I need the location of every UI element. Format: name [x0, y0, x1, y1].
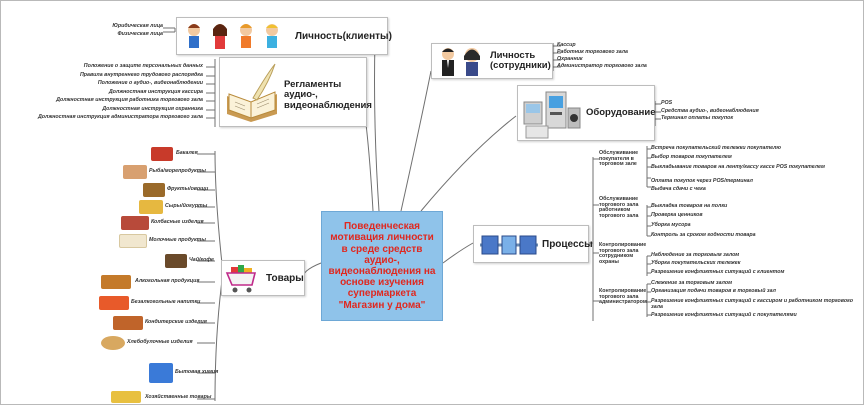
process-item-0-1: Выбор товаров покупателем — [651, 154, 732, 160]
leaf-goods-8: Безалкогольные напитки — [131, 299, 201, 305]
leaf-reg-4: Должностная инструкция работника торгово… — [56, 97, 203, 103]
product-thumbnail-icon — [111, 391, 141, 403]
leaf-goods-10: Хлебобулочные изделия — [127, 339, 193, 345]
link-equipment — [420, 115, 517, 212]
node-equipment[interactable]: Оборудование — [517, 85, 655, 141]
node-equipment-label: Оборудование — [586, 107, 656, 118]
process-item-0-0: Встреча покупательский тележки покупател… — [651, 145, 781, 151]
central-topic[interactable]: Поведенческая мотивация личности в среде… — [321, 211, 443, 321]
product-thumbnail-icon — [101, 336, 125, 350]
product-thumbnail-icon — [143, 183, 165, 197]
process-item-0-4: Выдача сдачи с чека — [651, 186, 706, 192]
node-goods-label: Товары — [266, 273, 304, 284]
book-quill-icon — [223, 62, 281, 124]
leaf-equip-0: POS — [661, 100, 673, 106]
process-item-2-1: Уборка покупательских тележек — [651, 260, 741, 266]
process-item-2-2: Разрешение конфликтных ситуаций с клиент… — [651, 269, 785, 275]
leaf-reg-6: Должностная инструкция администратора то… — [37, 114, 203, 120]
node-regulations-label: Регламенты аудио-, видеонаблюдения — [284, 79, 372, 111]
leaf-goods-12: Хозяйственные товары — [145, 394, 212, 400]
link-staff — [400, 70, 432, 212]
process-item-0-3: Оплата покупок через POS/терминал — [651, 178, 753, 184]
product-thumbnail-icon — [99, 296, 129, 310]
link-processes — [442, 242, 474, 264]
process-item-3-0: Слежение за торговым залом — [651, 280, 732, 286]
product-thumbnail-icon — [151, 147, 173, 161]
link-goods — [302, 262, 322, 280]
leaf-goods-2: Фрукты/овощи — [167, 186, 209, 192]
product-thumbnail-icon — [119, 234, 147, 248]
node-clients-label: Личность(клиенты) — [295, 31, 392, 42]
leaf-goods-4: Колбасные изделия — [151, 219, 204, 225]
process-item-1-0: Выкладка товаров на полки — [651, 203, 728, 209]
node-goods[interactable]: Товары — [221, 260, 305, 296]
process-group-1: Обслуживание торгового зала работником т… — [599, 196, 639, 219]
leaf-goods-1: Рыба/морепродукты — [149, 168, 206, 174]
product-thumbnail-icon — [101, 275, 131, 289]
node-processes-label: Процессы — [542, 239, 593, 250]
leaf-goods-11: Бытовая химия — [175, 369, 219, 375]
process-item-0-2: Выкладывание товаров на ленту/кассу касс… — [651, 164, 825, 170]
leaf-equip-2: Терминал оплаты покупок — [661, 115, 734, 121]
pos-terminal-icon — [520, 88, 582, 140]
leaf-goods-0: Бакалея — [176, 150, 198, 156]
process-item-3-3: Разрешение конфликтных ситуаций с покупа… — [651, 312, 797, 318]
node-staff-label: Личность (сотрудники) — [490, 50, 551, 72]
leaf-reg-2: Положение о аудио-, видеонаблюдении — [97, 80, 203, 86]
product-thumbnail-icon — [121, 216, 149, 230]
process-item-1-2: Уборка мусора — [651, 222, 691, 228]
link-clients — [374, 40, 380, 212]
leaf-staff-0: Кассир — [557, 42, 576, 48]
process-group-3: Контролирование торгового зала администр… — [599, 288, 647, 306]
product-thumbnail-icon — [165, 254, 187, 268]
product-thumbnail-icon — [139, 200, 163, 214]
process-item-3-2: Разрешение конфликтных ситуаций с кассир… — [651, 298, 853, 311]
leaf-goods-5: Молочные продукты — [149, 237, 206, 243]
product-thumbnail-icon — [149, 363, 173, 383]
product-thumbnail-icon — [123, 165, 147, 179]
leaf-staff-1: Работник торгового зала — [557, 49, 628, 55]
leaf-clients-0: Юридическая лица — [112, 23, 163, 29]
process-group-0: Обслуживание покупателя в торговом зале — [599, 150, 639, 168]
process-item-1-1: Проверка ценников — [651, 212, 703, 218]
leaf-equip-1: Средства аудио-, видеонаблюдения — [661, 108, 759, 114]
leaf-reg-5: Должностная инструкция охранника — [102, 106, 203, 112]
node-processes[interactable]: Процессы — [473, 225, 593, 263]
leaf-reg-0: Положение о защите персональных данных — [83, 63, 203, 69]
children-icon — [182, 20, 292, 54]
staff-people-icon — [436, 46, 488, 78]
leaf-reg-3: Должностная инструкция кассира — [108, 89, 203, 95]
leaf-goods-7: Алкогольная продукция — [135, 278, 200, 284]
leaf-clients-1: Физическая лица — [117, 31, 163, 37]
process-flow-icon — [478, 231, 540, 259]
process-item-2-0: Наблюдение за торговым залом — [651, 252, 740, 258]
node-staff[interactable]: Личность (сотрудники) — [431, 43, 553, 79]
leaf-goods-9: Кондитерские изделия — [145, 319, 207, 325]
node-regulations[interactable]: Регламенты аудио-, видеонаблюдения — [219, 57, 372, 127]
leaf-goods-3: Сыры/йогурты — [165, 203, 208, 209]
shopping-cart-icon — [225, 263, 259, 295]
leaf-reg-1: Правила внутреннего трудового распорядка — [79, 72, 203, 78]
node-clients[interactable]: Личность(клиенты) — [176, 17, 392, 55]
leaf-staff-2: Охранник — [557, 56, 583, 62]
process-item-3-1: Организация подачи товаров в торговый за… — [651, 288, 776, 294]
leaf-staff-3: Администратор торгового зала — [557, 63, 647, 69]
product-thumbnail-icon — [113, 316, 143, 330]
process-group-2: Контролирование торгового зала сотрудник… — [599, 242, 647, 265]
leaf-goods-6: Чай/кофе — [189, 257, 214, 263]
process-item-1-3: Контроль за сроком годности товара — [651, 232, 756, 238]
central-topic-text: Поведенческая мотивация личности в среде… — [328, 221, 436, 311]
